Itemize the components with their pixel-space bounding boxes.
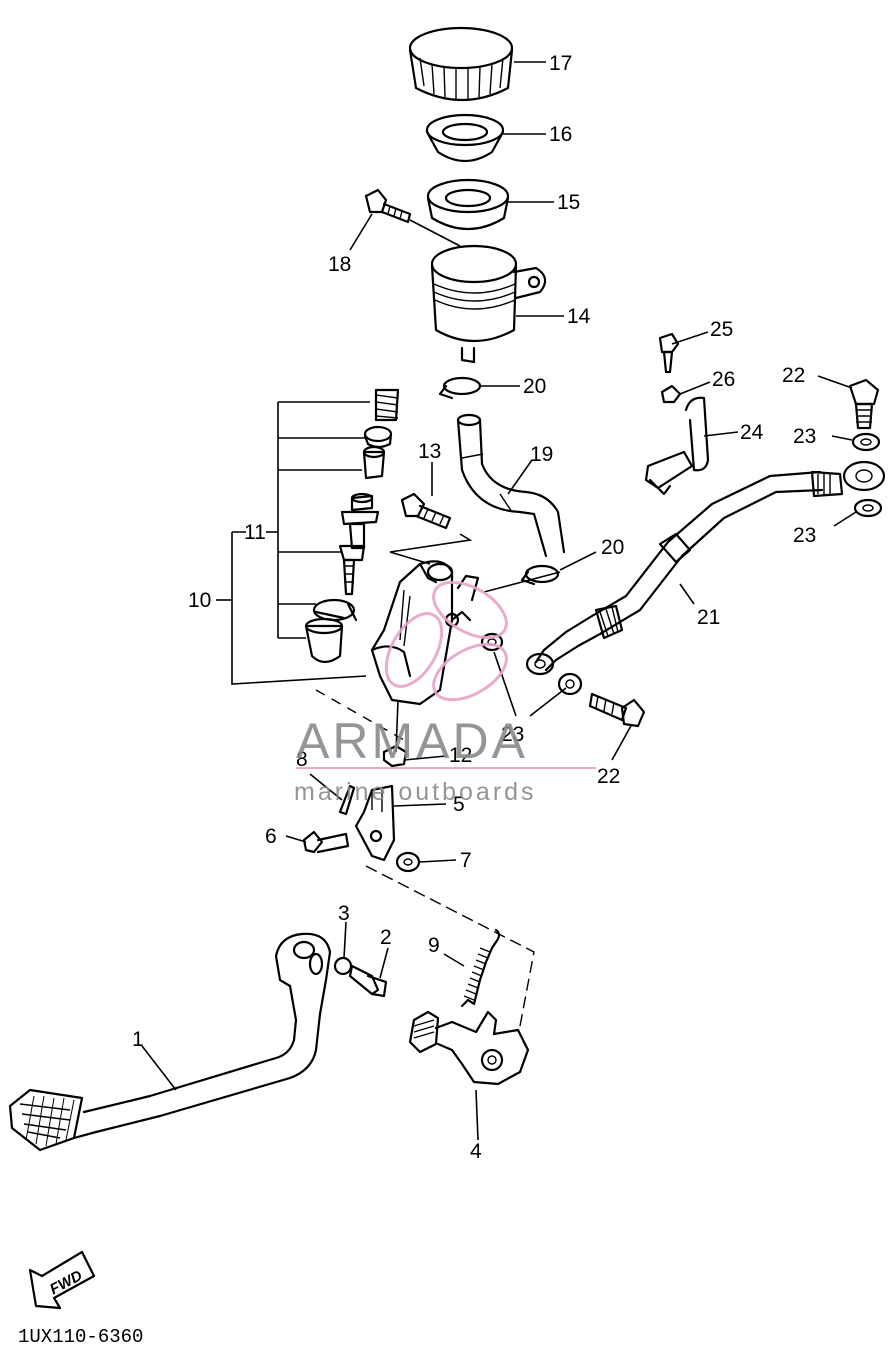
callout-7: 7 bbox=[460, 849, 472, 872]
callout-22-right: 22 bbox=[782, 364, 805, 387]
callout-leaders bbox=[141, 61, 857, 1141]
callout-1: 1 bbox=[132, 1028, 144, 1051]
group-brackets bbox=[231, 401, 370, 685]
callout-12: 12 bbox=[449, 744, 472, 767]
part-cotter-pin bbox=[338, 784, 356, 816]
part-cap bbox=[408, 26, 514, 102]
callout-2: 2 bbox=[380, 926, 392, 949]
watermark-tagline: marine outboards bbox=[294, 778, 537, 806]
callout-22-lower: 22 bbox=[597, 765, 620, 788]
callout-4: 4 bbox=[470, 1140, 482, 1163]
part-brake-hose bbox=[525, 460, 886, 676]
part-washer-3 bbox=[333, 956, 353, 976]
part-hose-clamp-lower bbox=[520, 564, 560, 586]
callout-9: 9 bbox=[428, 934, 440, 957]
callout-19: 19 bbox=[530, 443, 553, 466]
callout-24: 24 bbox=[740, 421, 764, 444]
part-washer-23-lower bbox=[557, 672, 583, 696]
callout-labels: 17 16 15 18 14 20 19 13 20 21 25 26 24 2… bbox=[132, 52, 816, 1163]
part-reservoir bbox=[430, 244, 547, 364]
callout-11: 11 bbox=[244, 521, 266, 544]
callout-23-right-top: 23 bbox=[793, 425, 816, 448]
part-brake-pedal bbox=[8, 932, 332, 1152]
part-clevis bbox=[354, 784, 396, 862]
part-nut-7 bbox=[395, 851, 421, 873]
part-washer-23-right bbox=[851, 432, 883, 518]
part-pin-6 bbox=[302, 830, 350, 854]
callout-23-body: 23 bbox=[501, 723, 524, 746]
callout-3: 3 bbox=[338, 902, 350, 925]
watermark: ARMADA marine outboards bbox=[294, 580, 596, 806]
part-return-spring bbox=[460, 928, 501, 1008]
part-diaphragm bbox=[426, 178, 510, 230]
watermark-logo-icon bbox=[384, 580, 508, 702]
callout-26: 26 bbox=[712, 368, 735, 391]
part-piston-assembly bbox=[304, 388, 400, 664]
watermark-name: ARMADA bbox=[296, 713, 528, 769]
part-pedal-pivot bbox=[408, 1010, 530, 1086]
part-bolt-2 bbox=[348, 964, 388, 998]
part-diaphragm-plate bbox=[425, 113, 505, 163]
forward-label: FWD bbox=[47, 1267, 85, 1298]
callout-13: 13 bbox=[418, 440, 441, 463]
callout-20-upper: 20 bbox=[523, 375, 546, 398]
part-reservoir-hose bbox=[456, 413, 566, 558]
callout-14: 14 bbox=[567, 305, 591, 328]
callout-23-right-bottom: 23 bbox=[793, 524, 816, 547]
part-hose-bracket bbox=[644, 332, 710, 496]
part-hose-clamp-upper bbox=[438, 376, 482, 400]
callout-25: 25 bbox=[710, 318, 733, 341]
part-screw-18 bbox=[364, 188, 461, 247]
callout-10: 10 bbox=[188, 589, 211, 612]
callout-5: 5 bbox=[453, 793, 465, 816]
callout-21: 21 bbox=[697, 606, 720, 629]
callout-17: 17 bbox=[549, 52, 572, 75]
part-union-bolt-lower bbox=[588, 692, 646, 728]
diagram-code: 1UX110-6360 bbox=[18, 1326, 143, 1348]
callout-8: 8 bbox=[296, 748, 308, 771]
part-union-bolt-right bbox=[848, 378, 880, 430]
callout-20-lower: 20 bbox=[601, 536, 624, 559]
callout-15: 15 bbox=[557, 191, 580, 214]
forward-arrow-icon: FWD bbox=[28, 1250, 96, 1310]
callout-16: 16 bbox=[549, 123, 572, 146]
callout-18: 18 bbox=[328, 253, 351, 276]
callout-6: 6 bbox=[265, 825, 277, 848]
assembly-leaders bbox=[315, 689, 535, 1027]
part-bolt-13 bbox=[400, 492, 452, 530]
